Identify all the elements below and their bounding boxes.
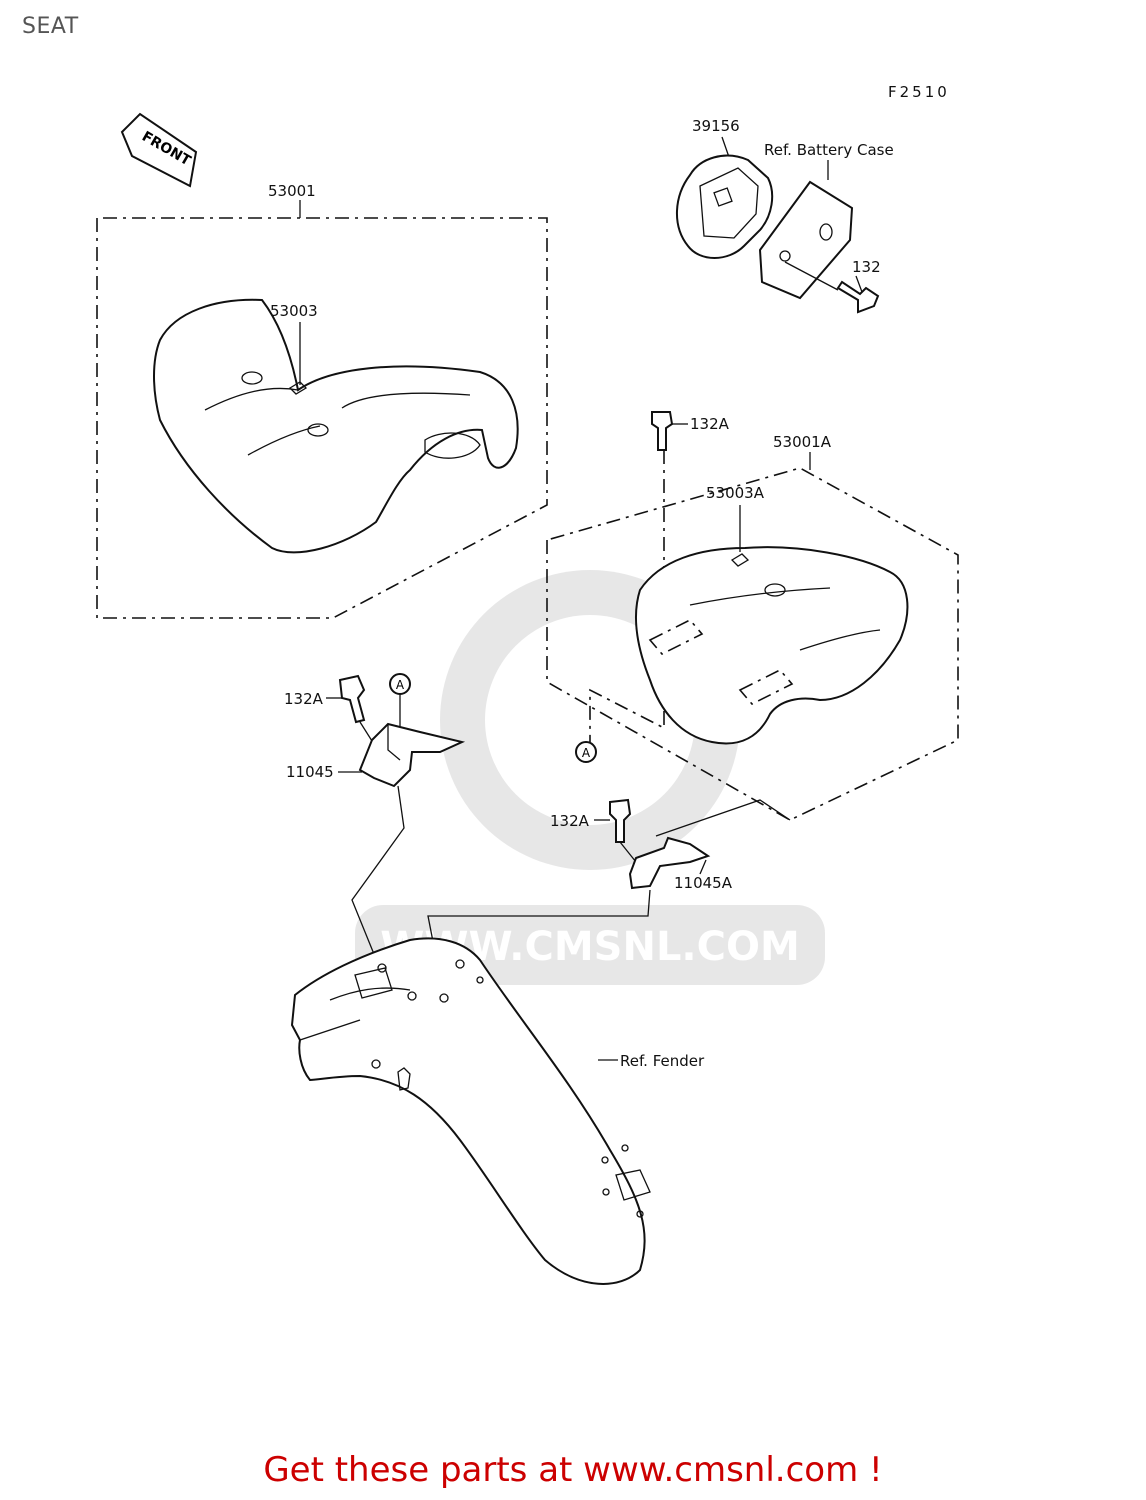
- rear-fender: Ref. Fender: [290, 937, 705, 1285]
- label-132a-top: 132A: [690, 415, 730, 433]
- bracket-11045a: 11045A: [628, 836, 733, 892]
- label-53003a: 53003A: [706, 484, 765, 502]
- bolt-132a-top: 132A: [651, 411, 730, 451]
- seat-53001: [153, 298, 519, 554]
- seat-53001a: [634, 546, 909, 745]
- seat-53001-group: 53001 53003: [96, 182, 548, 619]
- label-11045: 11045: [286, 763, 334, 781]
- callout-a-upper: A: [389, 673, 411, 695]
- label-39156: 39156: [692, 117, 740, 135]
- label-132a-mid: 132A: [550, 812, 590, 830]
- label-132: 132: [852, 258, 881, 276]
- page-title: SEAT: [22, 14, 79, 39]
- footer-link[interactable]: Get these parts at www.cmsnl.com !: [263, 1450, 883, 1490]
- callout-a-lower: A: [575, 741, 597, 763]
- label-fender: Ref. Fender: [620, 1052, 705, 1070]
- battery-case-plate: [758, 180, 854, 300]
- svg-text:A: A: [396, 678, 405, 692]
- bolt-132a-mid: 132A: [550, 798, 637, 863]
- bolt-132: [836, 280, 880, 314]
- label-132a-left: 132A: [284, 690, 324, 708]
- label-53001a: 53001A: [773, 433, 832, 451]
- label-11045a: 11045A: [674, 874, 733, 892]
- label-53003: 53003: [270, 302, 318, 320]
- part-39156: [676, 154, 774, 259]
- figure-code: F2510: [888, 83, 950, 101]
- front-arrow: FRONT: [120, 112, 198, 188]
- battery-case-group: 39156 Ref. Battery Case 132: [676, 117, 894, 314]
- seat-53001a-group: 53001A 53003A: [546, 433, 959, 821]
- label-53001: 53001: [268, 182, 316, 200]
- svg-text:A: A: [582, 746, 591, 760]
- bracket-11045: 11045: [286, 722, 466, 788]
- label-battery-case: Ref. Battery Case: [764, 141, 894, 159]
